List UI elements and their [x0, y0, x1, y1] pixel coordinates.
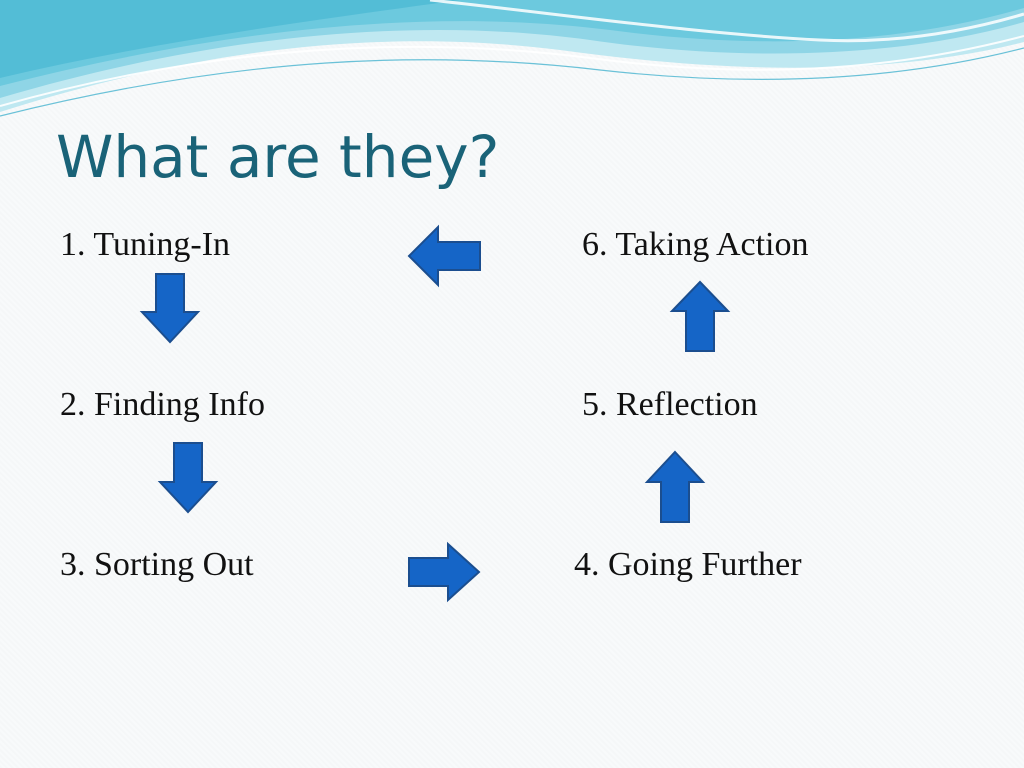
header-wave-decoration: [0, 0, 1024, 117]
right-arrow-icon: [408, 541, 481, 603]
step-tuning-in: 1. Tuning-In: [60, 226, 231, 263]
left-arrow-icon: [407, 224, 481, 288]
up-arrow-icon: [669, 280, 731, 352]
step-reflection: 5. Reflection: [582, 386, 758, 423]
down-arrow-icon: [139, 273, 201, 344]
up-arrow-icon: [644, 450, 706, 523]
step-going-further: 4. Going Further: [574, 546, 802, 583]
step-sorting-out: 3. Sorting Out: [60, 546, 254, 583]
slide-title: What are they?: [56, 123, 500, 191]
step-taking-action: 6. Taking Action: [582, 226, 809, 263]
step-finding-info: 2. Finding Info: [60, 386, 265, 423]
down-arrow-icon: [157, 442, 219, 514]
